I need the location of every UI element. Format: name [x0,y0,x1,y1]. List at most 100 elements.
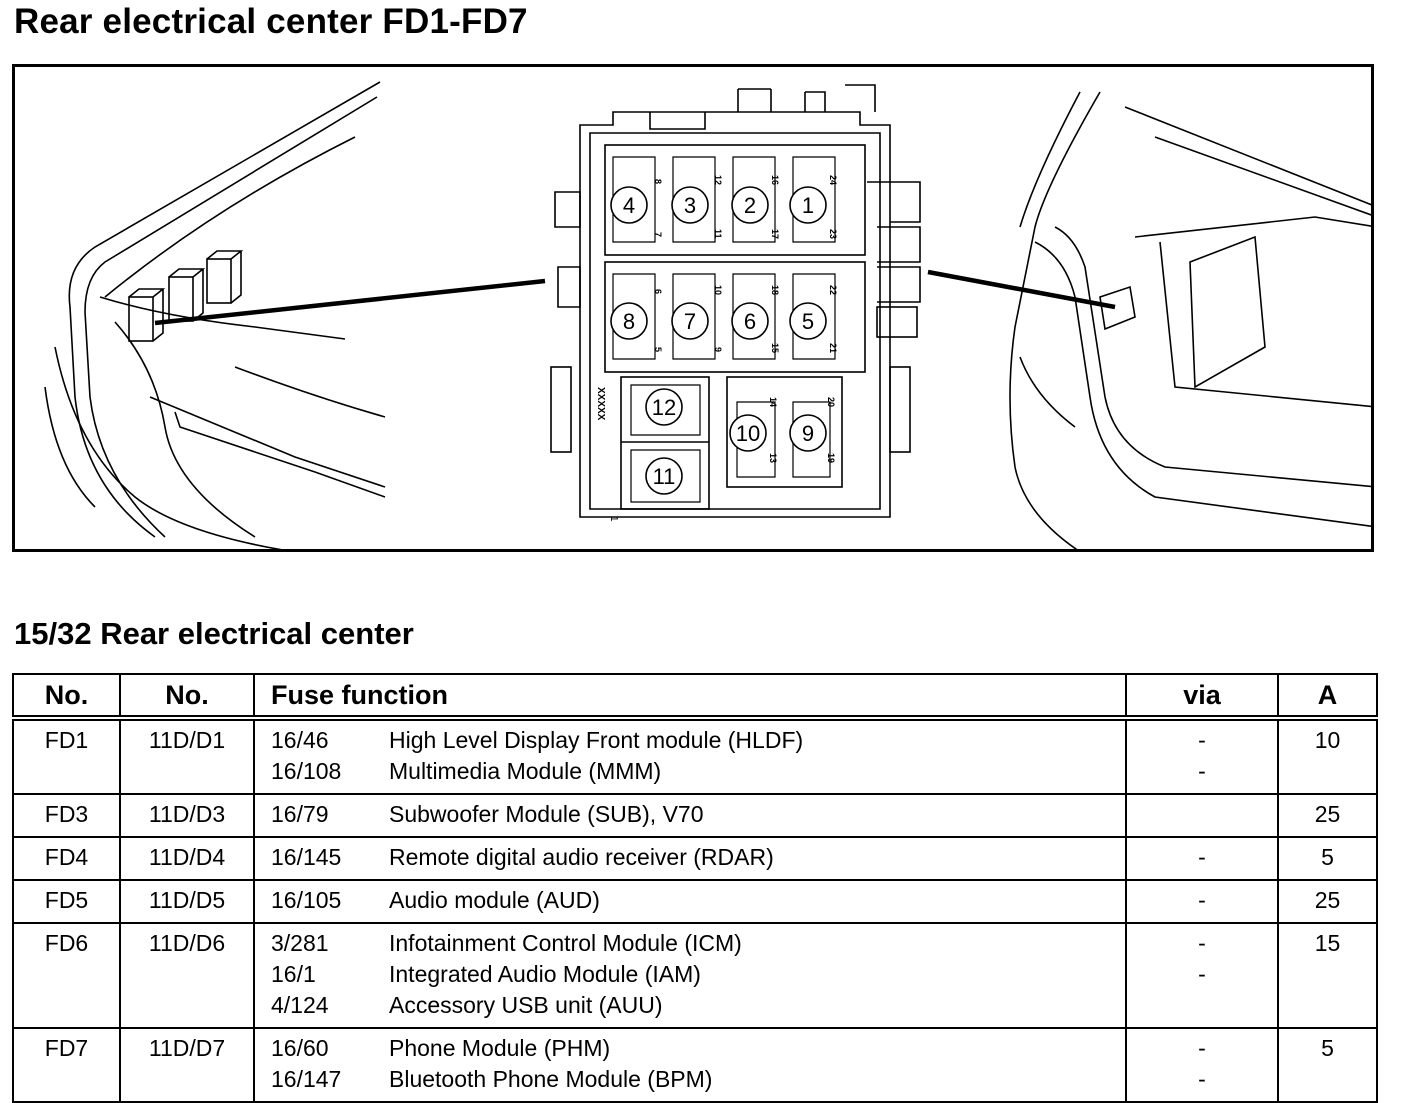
pin-number: 5 [653,347,663,352]
fuse-position-12: 12 [645,388,683,426]
fuse-number-cell: FD5 [12,880,121,923]
fuse-number: FD3 [44,801,89,827]
pin-number: 13 [768,453,778,463]
fuse-ref-cell: 11D/D1 [119,718,255,794]
amperage-cell: 15 [1277,923,1378,1028]
fuse-position-label: 10 [736,421,760,446]
amperage-cell: 25 [1277,794,1378,837]
pin-number: 7 [653,232,663,237]
fuse-position-5: 5 [789,302,827,340]
fuse-position-6: 6 [731,302,769,340]
fuse-position-label: 9 [802,421,814,446]
function-line: 3/281 Infotainment Control Module (ICM) [271,928,1125,959]
via-value: - [1198,1035,1206,1061]
fuse-function-cell: 16/145 Remote digital audio receiver (RDA… [253,837,1127,880]
pin-number: 18 [770,285,780,295]
fuse-box-diagram: 4 3 2 1 8 7 6 5 12 11 10 9 8 12 16 24 7 … [12,64,1374,552]
fuse-position-markers: 4 3 2 1 8 7 6 5 12 11 10 9 [610,186,827,495]
via-value: - [1198,727,1206,753]
fuse-number-cell: FD6 [12,923,121,1028]
via-value: - [1198,1066,1206,1092]
component-code: 16/46 [271,727,329,753]
connector-label: XXXXX [595,387,606,421]
pin-number: 16 [770,175,780,185]
via-value [1127,990,1277,1021]
component-description: Accessory USB unit (AUU) [389,992,663,1018]
component-code: 3/281 [271,930,329,956]
component-description: Integrated Audio Module (IAM) [389,961,701,987]
fuse-position-label: 5 [802,309,814,334]
fuse-number-cell: FD4 [12,837,121,880]
fuse-ref-cell: 11D/D4 [119,837,255,880]
fuse-position-7: 7 [671,302,709,340]
pin-number: 8 [653,179,663,184]
via-value [1127,799,1277,830]
via-cell: - [1125,837,1279,880]
fuse-number: FD6 [44,930,89,956]
header-no: No. [12,673,121,718]
component-description: Subwoofer Module (SUB), V70 [389,801,704,827]
fuse-function-cell: 16/46 High Level Display Front module (HL… [253,718,1127,794]
component-description: Remote digital audio receiver (RDAR) [389,844,774,870]
fuse-reference: 11D/D6 [148,930,226,956]
function-line: 16/46 High Level Display Front module (HL… [271,725,1125,756]
component-description: Infotainment Control Module (ICM) [389,930,742,956]
pin-number: 6 [653,289,663,294]
header-amperage: A [1277,673,1378,718]
fuse-ref-cell: 11D/D7 [119,1028,255,1102]
component-description: Multimedia Module (MMM) [389,758,662,784]
pin-number: 20 [826,397,836,407]
fuse-position-4: 4 [610,186,648,224]
fuse-number-cell: FD3 [12,794,121,837]
left-car-sketch [44,81,386,549]
pin-number: 12 [713,175,723,185]
component-code: 16/145 [271,844,342,870]
fuse-position-3: 3 [671,186,709,224]
fuse-ref-cell: 11D/D5 [119,880,255,923]
fuse-reference: 11D/D5 [148,887,226,913]
pin-number: 21 [828,343,838,353]
via-value: - [1198,930,1206,956]
table-header-row: No. No. Fuse function via A [12,673,1378,718]
header-fuse-function: Fuse function [253,673,1127,718]
component-code: 16/108 [271,758,342,784]
fuse-position-label: 11 [653,464,676,489]
fuse-reference: 11D/D4 [148,844,226,870]
via-value: - [1198,758,1206,784]
component-description: Audio module (AUD) [389,887,600,913]
fuse-number-cell: FD7 [12,1028,121,1102]
component-description: High Level Display Front module (HLDF) [389,727,804,753]
pin-number: 24 [828,175,838,185]
amperage-cell: 5 [1277,1028,1378,1102]
fuse-position-8: 8 [610,302,648,340]
pin-number: 17 [770,229,780,239]
via-cell: - [1125,880,1279,923]
component-code: 16/79 [271,801,329,827]
fuse-position-9: 9 [789,414,827,452]
corner-mark: 1 [608,516,619,522]
right-trunk-sketch [1009,91,1371,549]
pin-numbers: 8 12 16 24 7 11 17 23 6 10 18 22 5 9 15 … [653,175,838,463]
component-code: 16/60 [271,1035,329,1061]
component-code: 16/147 [271,1066,342,1092]
fuse-position-label: 4 [623,193,635,218]
fuse-box-outline [550,84,921,518]
section-title: 15/32 Rear electrical center [14,616,414,651]
fuse-number: FD4 [44,844,89,870]
amperage-value: 5 [1321,1035,1334,1061]
fuse-number: FD1 [44,727,89,753]
fuse-position-label: 8 [623,309,635,334]
via-value: - [1198,961,1206,987]
table-row: FD1 11D/D1 16/46 High Level Display Front m… [12,718,1378,794]
fuse-number: FD5 [44,887,89,913]
fuse-position-1: 1 [789,186,827,224]
fuse-position-label: 3 [684,193,696,218]
fuse-position-label: 6 [744,309,756,334]
header-via: via [1125,673,1279,718]
amperage-cell: 10 [1277,718,1378,794]
